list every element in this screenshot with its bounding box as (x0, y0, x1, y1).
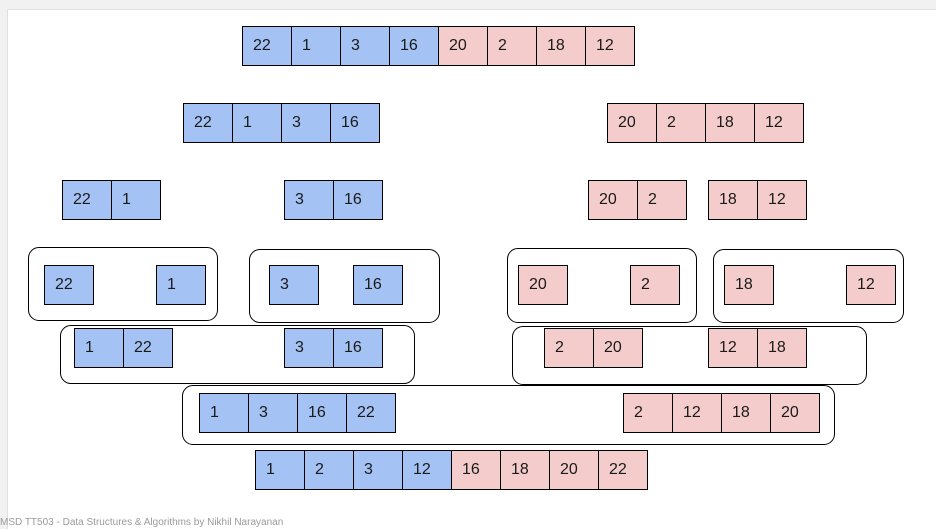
array-cell: 22 (183, 103, 233, 143)
array-cell: 16 (330, 103, 380, 143)
merge-group-5 (60, 325, 415, 384)
array-cell: 1 (232, 103, 282, 143)
array-row4-7: 18 (724, 265, 774, 305)
array-cell: 1 (255, 450, 305, 490)
merge-group-1 (28, 247, 218, 321)
array-cell: 3 (340, 26, 390, 66)
array-cell: 22 (598, 450, 648, 490)
array-cell: 3 (269, 265, 319, 305)
array-cell: 22 (62, 180, 112, 220)
merge-group-7 (182, 385, 835, 445)
array-cell: 1 (111, 180, 161, 220)
array-cell: 2 (656, 103, 706, 143)
merge-group-2 (249, 249, 440, 323)
array-cell: 2 (623, 393, 673, 433)
merge-group-6 (512, 326, 867, 385)
array-cell: 3 (281, 103, 331, 143)
array-cell: 20 (588, 180, 638, 220)
array-cell: 3 (353, 450, 403, 490)
array-row4-6: 2 (630, 265, 680, 305)
array-cell: 18 (721, 393, 771, 433)
array-cell: 1 (291, 26, 341, 66)
array-cell: 1 (74, 328, 124, 368)
array-row4-8: 12 (846, 265, 896, 305)
array-cell: 16 (451, 450, 501, 490)
array-cell: 1 (199, 393, 249, 433)
array-cell: 16 (297, 393, 347, 433)
array-cell: 12 (708, 328, 758, 368)
array-row4-1: 22 (44, 265, 94, 305)
array-cell: 3 (284, 328, 334, 368)
array-cell: 22 (346, 393, 396, 433)
array-cell: 16 (333, 180, 383, 220)
array-cell: 12 (402, 450, 452, 490)
array-cell: 18 (536, 26, 586, 66)
array-cell: 12 (585, 26, 635, 66)
array-cell: 2 (487, 26, 537, 66)
array-cell: 12 (757, 180, 807, 220)
array-cell: 12 (754, 103, 804, 143)
merge-group-3 (507, 248, 697, 323)
array-cell: 22 (44, 265, 94, 305)
array-cell: 20 (549, 450, 599, 490)
array-cell: 20 (438, 26, 488, 66)
array-cell: 18 (724, 265, 774, 305)
array-row4-5: 20 (518, 265, 568, 305)
array-cell: 1 (156, 265, 206, 305)
array-cell: 20 (593, 328, 643, 368)
array-cell: 22 (242, 26, 292, 66)
array-cell: 20 (607, 103, 657, 143)
array-cell: 20 (518, 265, 568, 305)
footer-caption: MSD TT503 - Data Structures & Algorithms… (0, 517, 284, 528)
array-cell: 18 (708, 180, 758, 220)
array-cell: 2 (637, 180, 687, 220)
array-cell: 3 (284, 180, 334, 220)
array-row4-2: 1 (156, 265, 206, 305)
array-cell: 22 (123, 328, 173, 368)
merge-group-4 (713, 249, 904, 323)
array-cell: 18 (757, 328, 807, 368)
array-cell: 20 (770, 393, 820, 433)
array-row4-3: 3 (269, 265, 319, 305)
array-cell: 2 (544, 328, 594, 368)
array-cell: 16 (353, 265, 403, 305)
array-cell: 18 (500, 450, 550, 490)
array-cell: 2 (304, 450, 354, 490)
array-cell: 16 (333, 328, 383, 368)
array-cell: 12 (846, 265, 896, 305)
array-cell: 16 (389, 26, 439, 66)
array-cell: 18 (705, 103, 755, 143)
array-cell: 2 (630, 265, 680, 305)
array-row4-4: 16 (353, 265, 403, 305)
array-cell: 12 (672, 393, 722, 433)
array-cell: 3 (248, 393, 298, 433)
